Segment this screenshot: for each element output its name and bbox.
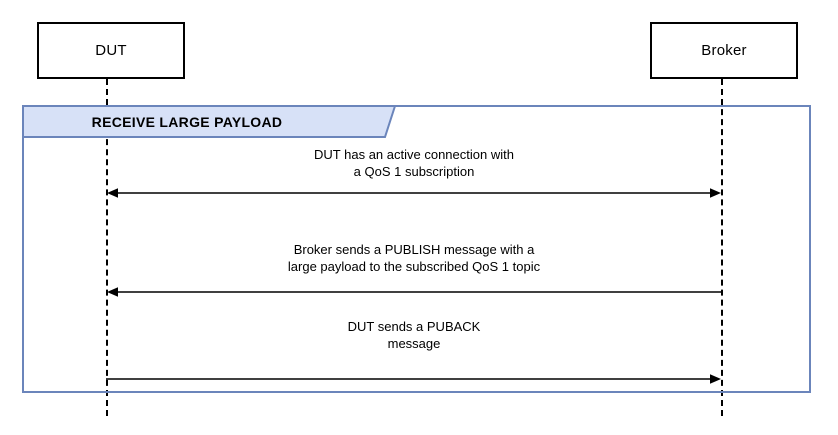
fragment-frame xyxy=(22,105,811,393)
message-1-arrow xyxy=(106,285,722,299)
fragment-banner-polygon xyxy=(22,105,397,138)
participant-label-broker: Broker xyxy=(701,42,747,59)
message-0-arrow xyxy=(106,186,722,200)
participant-box-broker[interactable]: Broker xyxy=(650,22,798,79)
message-2-label: DUT sends a PUBACK message xyxy=(347,319,481,351)
fragment-banner: RECEIVE LARGE PAYLOAD xyxy=(22,105,397,138)
message-1-arrowhead-left xyxy=(107,287,118,297)
message-0-label: DUT has an active connection with a QoS … xyxy=(314,147,514,179)
message-1-label: Broker sends a PUBLISH message with a la… xyxy=(287,242,541,274)
lifeline-dut xyxy=(106,79,108,416)
message-0-arrowhead-left xyxy=(107,188,118,198)
fragment-banner-shape xyxy=(22,105,397,138)
lifeline-broker xyxy=(721,79,723,416)
message-0-arrowhead-right xyxy=(710,188,721,198)
message-2-arrowhead-right xyxy=(710,374,721,384)
message-2-arrow xyxy=(106,372,722,386)
participant-label-dut: DUT xyxy=(95,42,127,59)
participant-box-dut[interactable]: DUT xyxy=(37,22,185,79)
